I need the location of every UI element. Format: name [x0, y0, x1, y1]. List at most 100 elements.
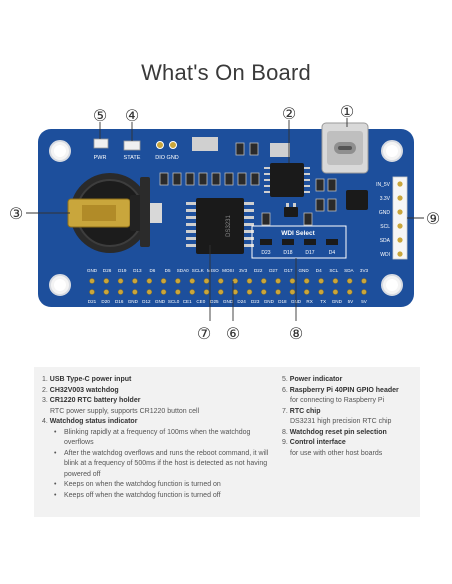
gpio-pad: [318, 278, 324, 284]
gpio-top-label-4: D6: [149, 268, 155, 273]
feature-number: 4.: [42, 418, 50, 425]
wdi-pin-d18: D18: [283, 250, 292, 256]
feature-number: 6.: [282, 386, 290, 394]
feature-line: 7. RTC chip: [282, 408, 321, 415]
feature-label: Watchdog status indicator: [49, 418, 138, 425]
callout-4: ④: [125, 106, 139, 125]
gpio-bottom-label-17: TX: [320, 299, 326, 304]
gpio-bottom-label-20: 5V: [361, 299, 368, 304]
page-title: What's On Board: [141, 60, 311, 85]
gpio-pad: [175, 289, 181, 295]
gpio-pad: [189, 278, 195, 284]
wdi-select-block: WDI Select D23 D18 D17 D4: [251, 225, 347, 259]
gpio-pad: [203, 278, 210, 284]
gpio-header-pads: [89, 278, 367, 295]
wdi-select-label: WDI Select: [281, 230, 315, 237]
gpio-top-label-8: MISO: [207, 268, 219, 273]
feature-label: Control interface: [289, 439, 346, 446]
callout-3: ③: [9, 204, 23, 223]
callout-7: ⑦: [197, 324, 211, 343]
callout-2: ②: [282, 104, 296, 123]
feature-line: 2. CH32V003 watchdog: [42, 387, 119, 394]
feature-subtext: for connecting to Raspberry Pi: [290, 397, 385, 404]
gpio-pad: [261, 289, 267, 295]
feature-bullet: Blinking rapidly at a frequency of 100ms…: [42, 428, 274, 449]
ctrl-pin-scl: SCL: [380, 224, 390, 230]
pwr-label: PWR: [94, 155, 107, 161]
feature-number: 8.: [282, 428, 290, 436]
gpio-pad: [160, 289, 167, 295]
gpio-bottom-label-1: D20: [101, 299, 110, 304]
feature-subtext: RTC power supply, supports CR1220 button…: [50, 407, 200, 415]
gpio-bottom-label-12: D23: [251, 299, 260, 304]
feature-number: 3.: [42, 397, 50, 404]
gpio-top-label-1: D26: [103, 268, 112, 273]
feature-line: 6. Raspberry Pi 40PIN GPIO header: [282, 387, 399, 394]
gpio-bottom-label-18: GND: [332, 299, 343, 304]
dio-gnd-pads: [156, 141, 177, 149]
callout-1: ①: [340, 102, 354, 121]
gpio-top-label-5: D5: [165, 268, 171, 273]
gpio-pad: [89, 278, 95, 284]
gpio-top-label-18: 3V3: [360, 268, 369, 273]
gpio-top-label-11: D22: [254, 268, 263, 273]
feature-line: 8. Watchdog reset pin selection: [282, 429, 387, 436]
gpio-pad: [346, 289, 353, 295]
feature-bullet: Keeps on when the watchdog function is t…: [42, 480, 274, 491]
ctrl-pin-wdi: WDI: [380, 252, 390, 258]
usb-c-connector: [321, 122, 369, 174]
feature-bullet: After the watchdog overflows and runs th…: [42, 449, 274, 481]
gpio-bottom-label-14: D18: [278, 299, 287, 304]
watchdog-chip: [264, 163, 310, 197]
gpio-pad: [103, 289, 110, 295]
feature-line: 9. Control interface: [282, 439, 346, 446]
feature-line: 3. CR1220 RTC battery holder: [42, 397, 140, 404]
gpio-top-label-16: SCL: [329, 268, 338, 273]
feature-item: 6. Raspberry Pi 40PIN GPIO header for con…: [282, 386, 418, 407]
feature-number: 1.: [42, 376, 50, 383]
feature-number: 2.: [42, 386, 50, 394]
dio-gnd-label: DIO GND: [155, 155, 179, 161]
gpio-top-label-0: GND: [87, 268, 98, 273]
wdi-pin-d23: D23: [261, 250, 270, 256]
gpio-bottom-label-4: D12: [142, 299, 151, 304]
feature-item: 8. Watchdog reset pin selection: [282, 428, 418, 439]
gpio-pad: [146, 289, 153, 295]
gpio-pad: [303, 289, 310, 295]
ctrl-pin-in5v: IN_5V: [376, 182, 391, 188]
gpio-bottom-label-19: 5V: [348, 299, 355, 304]
gpio-bottom-label-8: CE0: [196, 299, 205, 304]
callout-5: ⑤: [93, 106, 107, 125]
gpio-bottom-label-2: D16: [115, 299, 124, 304]
gpio-pad: [218, 289, 224, 295]
feature-label: Raspberry Pi 40PIN GPIO header: [289, 386, 399, 394]
gpio-top-label-14: GND: [298, 268, 309, 273]
gpio-top-label-12: D27: [269, 268, 278, 273]
gpio-pad: [160, 278, 167, 284]
gpio-bottom-label-16: RX: [306, 299, 312, 304]
callout-lines: [26, 118, 424, 321]
wdi-pin-d17: D17: [305, 250, 314, 256]
gpio-pad: [332, 289, 339, 295]
gpio-bottom-label-5: GND: [155, 299, 166, 304]
callout-6: ⑥: [226, 324, 240, 343]
feature-number: 7.: [282, 407, 290, 415]
feature-line: 4. Watchdog status indicator: [42, 418, 137, 425]
gpio-pad: [175, 278, 181, 284]
gpio-pad: [132, 289, 138, 295]
gpio-top-label-6: SDA0: [177, 268, 189, 273]
feature-number: 9.: [282, 439, 290, 446]
gpio-pad: [261, 278, 267, 284]
ctrl-pin-sda: SDA: [380, 238, 391, 244]
feature-label: Watchdog reset pin selection: [289, 428, 387, 436]
gpio-pad: [275, 289, 281, 295]
transistor: [284, 203, 298, 217]
state-label: STATE: [124, 155, 141, 161]
gpio-pad: [303, 278, 310, 284]
gpio-pad: [361, 289, 367, 295]
feature-item: 4. Watchdog status indicatorBlinking rap…: [42, 417, 274, 501]
